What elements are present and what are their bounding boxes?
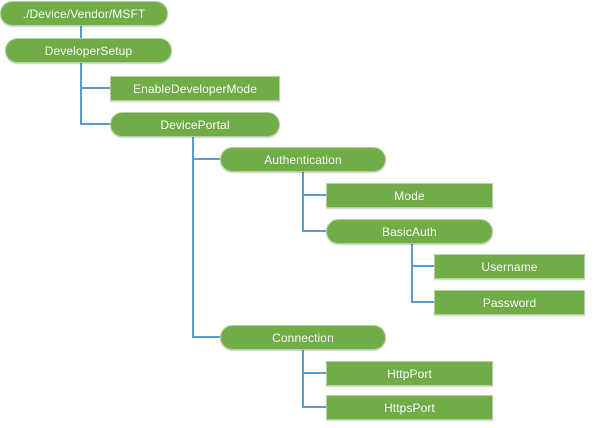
tree-node-label: ./Device/Vendor/MSFT [22,6,146,21]
connector-connection-httpsport [302,350,326,408]
connector-developersetup-deviceportal [80,63,110,125]
tree-node-httpport[interactable]: HttpPort [326,361,493,386]
tree-node-connection[interactable]: Connection [220,325,386,350]
connector-connection-httpport [302,350,326,374]
tree-node-root[interactable]: ./Device/Vendor/MSFT [0,1,168,26]
tree-node-authentication[interactable]: Authentication [220,147,386,172]
tree-node-label: EnableDeveloperMode [133,81,257,96]
tree-node-mode[interactable]: Mode [326,183,493,208]
tree-node-label: DevicePortal [160,117,230,132]
tree-node-label: Password [482,295,537,310]
tree-node-label: Authentication [264,152,342,167]
tree-node-label: Connection [272,330,334,345]
connector-basicauth-username [411,244,434,267]
tree-node-username[interactable]: Username [434,254,585,279]
tree-node-httpsport[interactable]: HttpsPort [326,395,493,420]
connector-basicauth-password [411,244,434,303]
tree-node-deviceportal[interactable]: DevicePortal [110,112,280,137]
tree-node-label: BasicAuth [382,224,437,239]
connector-deviceportal-authentication [192,137,220,160]
connector-authentication-basicauth [302,172,326,232]
connector-deviceportal-connection [192,137,220,338]
tree-node-label: DeveloperSetup [44,43,133,58]
tree-node-enabledevelopermode[interactable]: EnableDeveloperMode [110,76,280,101]
tree-node-developersetup[interactable]: DeveloperSetup [5,38,172,63]
tree-node-label: Mode [394,188,425,203]
tree-node-label: HttpsPort [384,400,435,415]
tree-node-basicauth[interactable]: BasicAuth [326,219,493,244]
connector-authentication-mode [302,172,326,196]
connector-developersetup-enabledevelopermode [80,63,110,89]
tree-node-label: HttpPort [387,366,432,381]
tree-node-password[interactable]: Password [434,290,585,315]
tree-node-label: Username [481,259,538,274]
